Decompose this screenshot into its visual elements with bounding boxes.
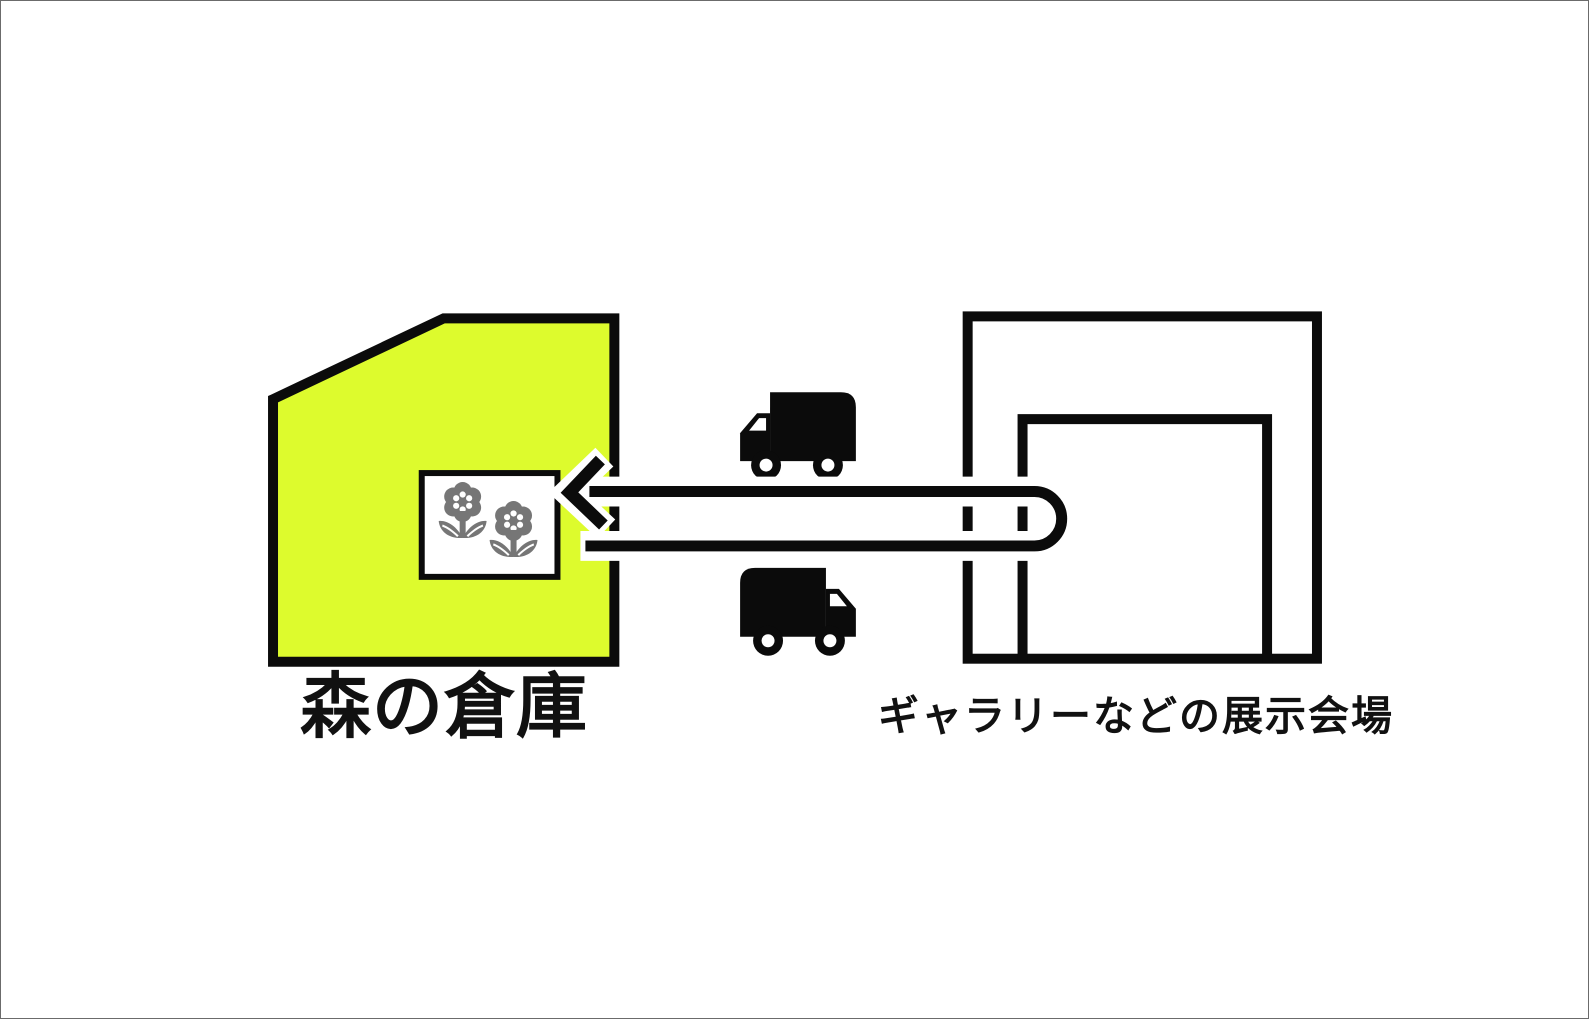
warehouse-label: 森の倉庫 [299,669,588,747]
flower-box [418,470,561,580]
u-turn-arrow [548,447,1077,561]
truck-right-facing-icon [740,567,856,656]
arrow-head-left-icon [560,455,608,530]
gallery-label: ギャラリーなどの展示会場 [878,693,1394,739]
truck-left-facing-icon [740,392,856,481]
